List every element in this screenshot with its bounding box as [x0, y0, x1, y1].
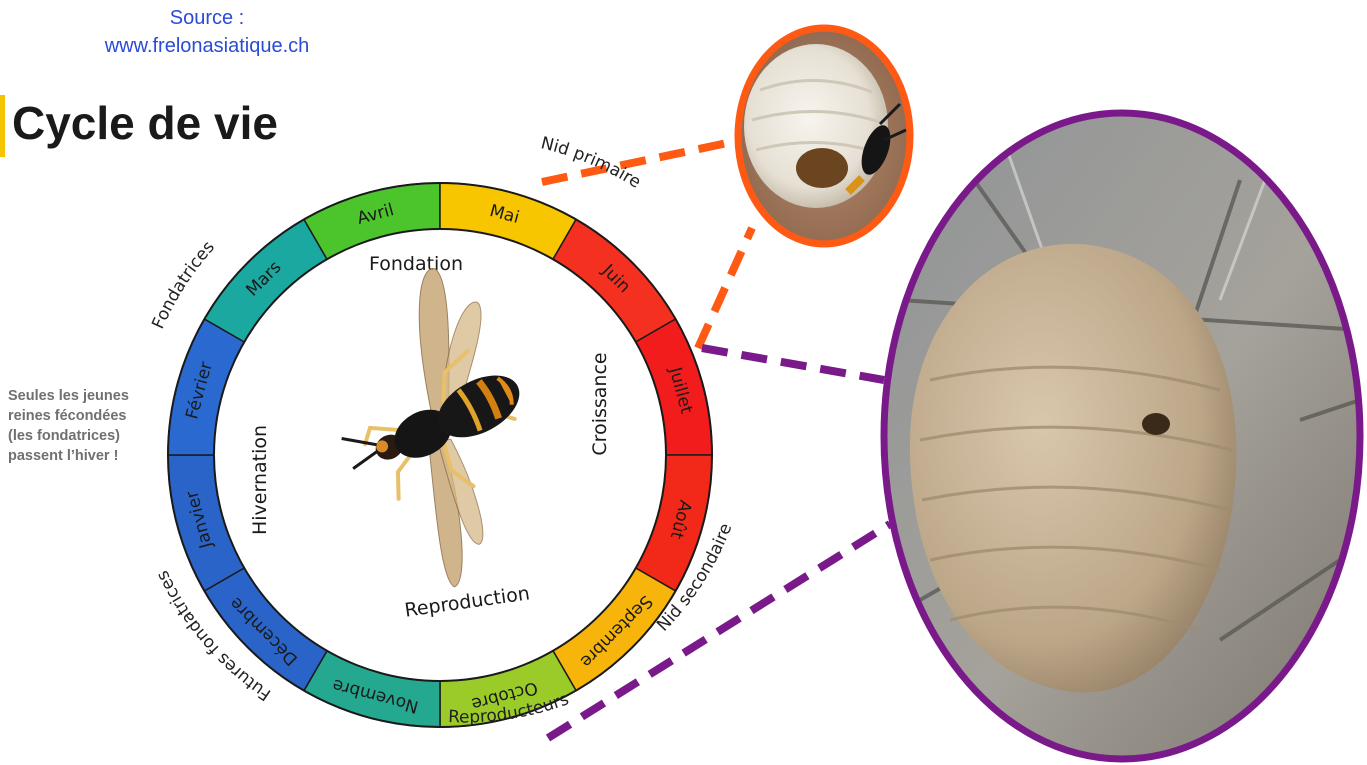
primary-nest-photo [730, 20, 920, 260]
secondary-nest-photo [880, 110, 1364, 765]
phase-fondation: Fondation [369, 253, 463, 275]
phase-croissance: Croissance [589, 352, 611, 455]
phase-hivernation: Hivernation [249, 425, 271, 535]
